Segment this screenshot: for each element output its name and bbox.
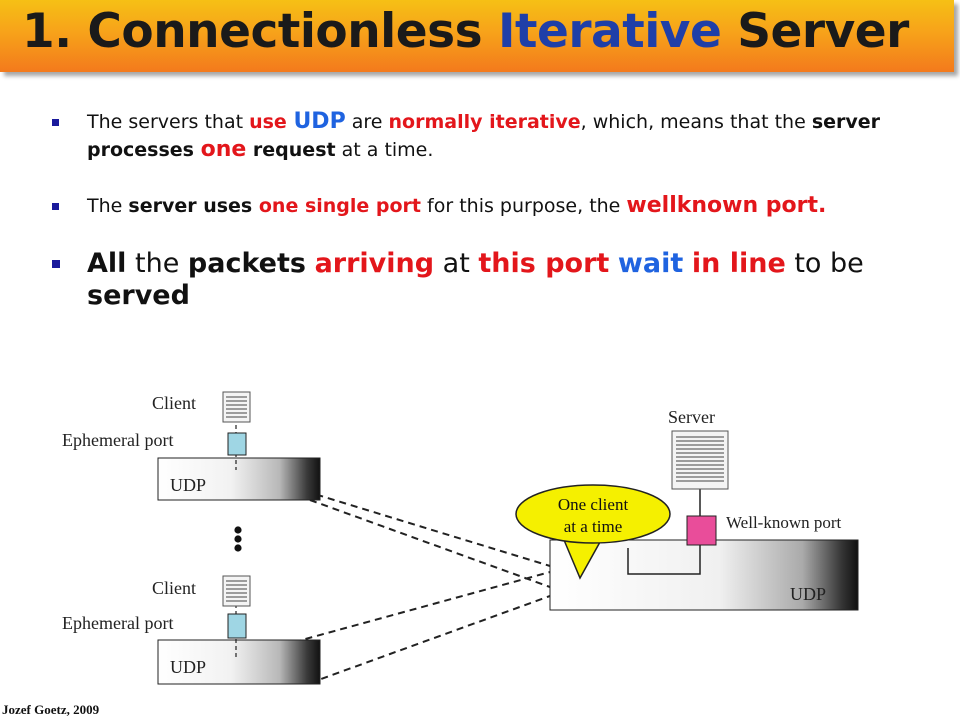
text: for this purpose, the bbox=[421, 195, 627, 217]
slide-title: 1. Connectionless Iterative Server bbox=[22, 4, 909, 59]
text: request bbox=[246, 139, 336, 161]
bullet-list: The servers that use UDP are normally it… bbox=[52, 108, 882, 312]
text: are bbox=[345, 111, 389, 133]
text: one single port bbox=[258, 195, 422, 217]
text: The bbox=[87, 195, 129, 217]
client-label: Client bbox=[152, 393, 196, 413]
ephemeral-port-label: Ephemeral port bbox=[62, 613, 173, 633]
well-known-port-label: Well-known port bbox=[726, 513, 842, 532]
dashed-line-lower-2 bbox=[309, 595, 551, 684]
text: the bbox=[126, 248, 188, 279]
ephemeral-port-icon bbox=[227, 613, 247, 639]
text: normally iterative bbox=[388, 111, 581, 133]
server-document-icon bbox=[671, 430, 729, 490]
bubble-line-1: One client bbox=[558, 495, 629, 514]
client-host-lower: UDP Client Ephemeral port bbox=[62, 575, 321, 685]
text: at a time. bbox=[335, 139, 434, 161]
text: at bbox=[434, 248, 479, 279]
ephemeral-port-label: Ephemeral port bbox=[62, 430, 173, 450]
text: served bbox=[87, 280, 190, 311]
document-icon bbox=[222, 575, 251, 607]
document-icon bbox=[222, 391, 251, 423]
server-host: UDP Server Well-known port bbox=[549, 407, 859, 611]
text: use bbox=[249, 111, 294, 133]
footer-credit: Jozef Goetz, 2009 bbox=[2, 702, 100, 717]
bullet-1: The servers that use UDP are normally it… bbox=[52, 108, 882, 164]
server-udp-box bbox=[549, 539, 859, 611]
text: this port bbox=[478, 248, 610, 279]
text: , which, means that the bbox=[580, 111, 812, 133]
bullet-3: All the packets arriving at this port wa… bbox=[52, 248, 882, 312]
text: wait bbox=[617, 248, 684, 279]
text: wellknown port. bbox=[626, 193, 827, 218]
text: to be bbox=[785, 248, 864, 279]
more-clients-ellipsis bbox=[234, 526, 242, 552]
udp-label: UDP bbox=[170, 657, 206, 677]
udp-label: UDP bbox=[170, 475, 206, 495]
udp-box bbox=[157, 457, 321, 501]
client-host-upper: UDP Client Ephemeral port bbox=[62, 391, 321, 501]
well-known-port-icon bbox=[686, 515, 717, 546]
text: server processes bbox=[87, 111, 881, 161]
text: arriving bbox=[314, 248, 435, 279]
text: packets bbox=[187, 248, 306, 279]
text: in line bbox=[691, 248, 786, 279]
title-bar: 1. Connectionless Iterative Server bbox=[0, 0, 954, 72]
title-text-end: Server bbox=[721, 4, 909, 59]
text: The servers that bbox=[87, 111, 250, 133]
title-highlight: Iterative bbox=[498, 4, 722, 59]
bullet-marker bbox=[52, 260, 60, 268]
ephemeral-port-icon bbox=[227, 432, 247, 456]
client-label: Client bbox=[152, 578, 196, 598]
server-label: Server bbox=[668, 407, 715, 427]
bubble-line-2: at a time bbox=[564, 517, 623, 536]
text: server uses bbox=[128, 195, 259, 217]
bullet-2: The server uses one single port for this… bbox=[52, 194, 882, 218]
text: UDP bbox=[293, 109, 346, 134]
udp-box bbox=[157, 639, 321, 685]
title-text: 1. Connectionless bbox=[22, 4, 498, 59]
text: All bbox=[87, 248, 127, 279]
bullet-marker bbox=[52, 119, 59, 126]
server-udp-label: UDP bbox=[790, 584, 826, 604]
dashed-line-upper-2 bbox=[309, 499, 551, 588]
speech-bubble: One client at a time bbox=[515, 484, 671, 580]
bullet-marker bbox=[52, 203, 59, 210]
text: one bbox=[200, 137, 247, 162]
